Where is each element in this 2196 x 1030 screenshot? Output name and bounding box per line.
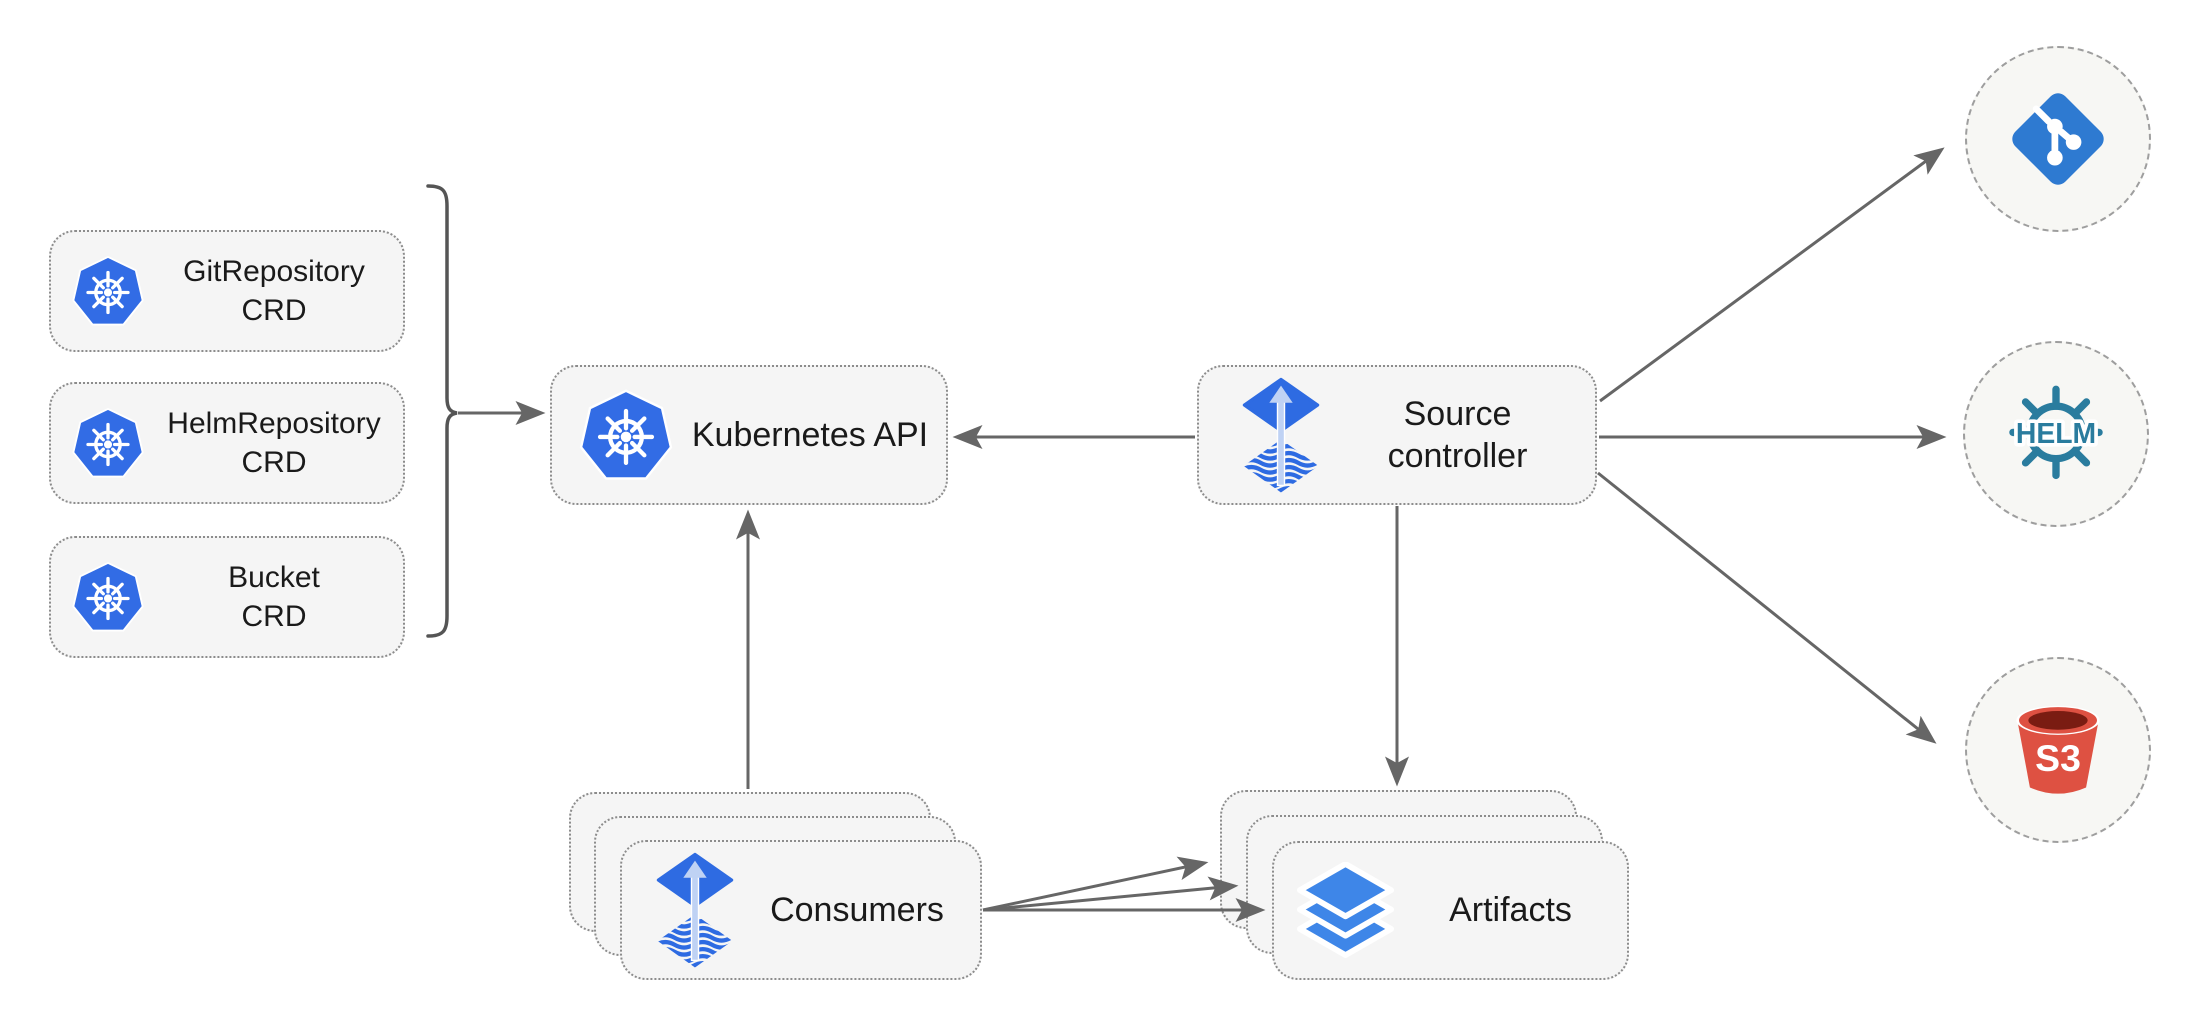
gitrepository-crd-label: GitRepository CRD <box>145 252 403 330</box>
kubernetes-icon <box>71 406 145 480</box>
layers-icon <box>1297 862 1394 959</box>
source-label-line1: Source <box>1403 395 1512 433</box>
kubernetes-icon <box>71 560 145 634</box>
source-controller-box: Source controller <box>1197 365 1597 505</box>
kubernetes-api-box: Kubernetes API <box>550 365 948 505</box>
crd-subtitle: CRD <box>241 600 307 633</box>
flux-icon <box>656 852 734 969</box>
artifacts-label: Artifacts <box>1449 891 1572 929</box>
s3-bucket-icon: S3 <box>2016 705 2100 794</box>
helm-icon: HELM <box>2009 385 2103 479</box>
bucket-crd-box: Bucket CRD <box>49 536 405 658</box>
source-controller-label: Source controller <box>1320 393 1595 477</box>
gitrepository-crd-box: GitRepository CRD <box>49 230 405 352</box>
bucket-crd-label: Bucket CRD <box>145 558 403 636</box>
helmrepository-crd-label: HelmRepository CRD <box>145 404 403 482</box>
crd-subtitle: CRD <box>241 294 307 327</box>
kubernetes-icon <box>71 254 145 328</box>
consumers-label: Consumers <box>770 890 944 929</box>
git-source-circle <box>1965 46 2151 232</box>
crd-title: GitRepository <box>183 255 365 288</box>
artifacts-box: Artifacts <box>1272 841 1629 980</box>
s3-source-circle: S3 <box>1965 657 2151 843</box>
flux-icon <box>1242 377 1320 494</box>
s3-wordmark: S3 <box>2035 737 2081 779</box>
source-label-line2: controller <box>1387 437 1528 475</box>
crd-title: HelmRepository <box>167 407 381 440</box>
consumers-box: Consumers <box>620 840 982 980</box>
kubernetes-api-label: Kubernetes API <box>691 416 929 454</box>
helm-wordmark: HELM <box>2016 417 2096 449</box>
crd-title: Bucket <box>228 561 320 594</box>
helm-source-circle: HELM <box>1963 341 2149 527</box>
kubernetes-icon <box>578 387 674 483</box>
git-icon <box>2012 93 2104 185</box>
crd-subtitle: CRD <box>241 446 307 479</box>
helmrepository-crd-box: HelmRepository CRD <box>49 382 405 504</box>
